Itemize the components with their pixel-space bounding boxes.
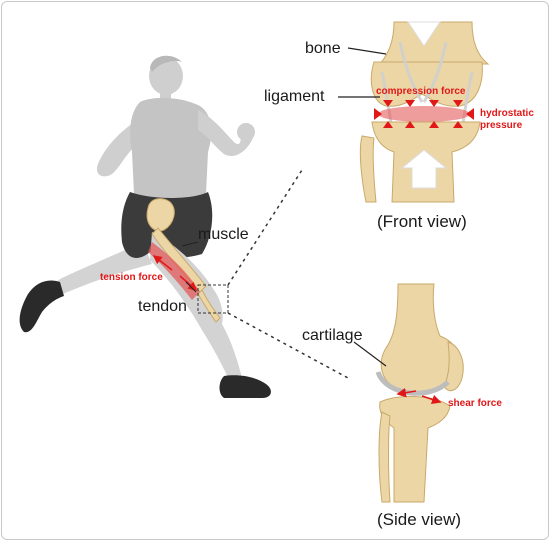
caption-front-view: (Front view): [377, 212, 467, 231]
runner-pelvis: [146, 198, 175, 232]
side-view-knee: [375, 283, 464, 503]
side-tibia: [379, 395, 451, 503]
runner-back-leg: [53, 242, 152, 296]
front-meniscus: [378, 106, 470, 122]
caption-side-view: (Side view): [377, 510, 462, 529]
front-fibula: [359, 135, 377, 203]
front-femur-shaft: [378, 21, 490, 65]
tendon-leader: [185, 281, 197, 293]
label-pressure: pressure: [480, 120, 523, 131]
zoom-line-upper: [227, 169, 303, 286]
runner-front-arm: [198, 110, 254, 157]
shear-arrow-right: [421, 394, 442, 405]
runner-hair: [150, 55, 182, 72]
tendon-zoom-box: [197, 284, 229, 314]
runner-fist: [237, 123, 255, 141]
label-muscle: muscle: [198, 226, 249, 243]
front-ligament-fibers: [380, 41, 474, 133]
label-bone: bone: [305, 40, 341, 57]
label-tension-force: tension force: [100, 272, 163, 283]
runner-figure: [19, 55, 271, 398]
shear-arrow-left: [396, 387, 417, 398]
tension-arrow-down: [179, 275, 198, 291]
bone-leader: [347, 47, 387, 55]
side-fibula: [378, 411, 391, 503]
front-view-knee: [359, 21, 490, 203]
label-cartilage: cartilage: [302, 327, 363, 344]
tension-arrow-up: [152, 255, 173, 271]
front-femur-condyles: [370, 61, 483, 107]
runner-tibia: [197, 289, 221, 323]
label-tendon: tendon: [138, 298, 187, 315]
runner-neck: [160, 90, 171, 102]
front-compression-arrow-up: [400, 149, 448, 189]
compression-arrows: [374, 100, 474, 128]
runner-front-shoe: [219, 375, 271, 398]
runner-shirt: [130, 97, 212, 200]
runner-back-shoe: [19, 280, 64, 333]
label-ligament: ligament: [264, 88, 325, 105]
muscle-leader: [181, 241, 199, 247]
zoom-line-lower: [227, 312, 349, 379]
label-hydrostatic: hydrostatic: [480, 108, 534, 119]
label-shear-force: shear force: [448, 398, 502, 409]
label-compression-force: compression force: [376, 86, 466, 97]
cartilage-leader: [353, 341, 387, 367]
side-patella: [443, 341, 464, 392]
front-compression-arrow-down: [407, 21, 441, 47]
